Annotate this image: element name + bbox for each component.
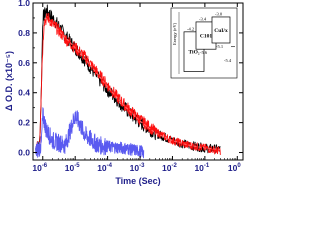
x-tick-label: 10-3 (130, 163, 145, 173)
inset-box-label: C101 (200, 34, 212, 40)
x-axis-title: Time (Sec) (115, 176, 160, 186)
axis-layer: 0.0 0.2 0.4 0.6 0.8 1.0 10-6 10-5 10-4 10-3 10-2 10… (18, 0, 243, 173)
inset-box-label: TiO₂ (188, 50, 199, 56)
x-tick-label: 10-2 (162, 163, 177, 173)
inset-box-label: CuI/x (214, 28, 228, 34)
inset-extra-level-label: -5.4 (224, 58, 232, 63)
transient-absorption-chart: 0.0 0.2 0.4 0.6 0.8 1.0 10-6 10-5 10-4 10-3 10-2 10… (4, 0, 244, 186)
x-tick-label: 10-5 (65, 163, 80, 173)
y-tick-label: 0.4 (18, 88, 30, 98)
x-tick-label: 100 (228, 163, 241, 173)
series-line-3 (35, 107, 145, 159)
series-layer (35, 4, 221, 159)
y-tick-label: 0.2 (18, 118, 30, 128)
inset-top-level-label: -3.4 (199, 16, 207, 21)
y-tick-label: 0.8 (18, 28, 30, 38)
y-axis-title: Δ O.D. (x10⁻⁵) (4, 51, 14, 111)
inset-bottom-level-label: -5.6 (200, 50, 208, 55)
y-tick-label: 0.6 (18, 58, 30, 68)
x-tick-label: 10-4 (97, 163, 112, 173)
y-tick-label: 1.0 (18, 0, 30, 8)
x-tick-label: 10-1 (194, 163, 209, 173)
inset-y-axis-title: Energy (eV) (172, 22, 177, 45)
inset-bottom-level-label: -5.1 (216, 44, 223, 49)
x-tick-label: 10-6 (32, 163, 47, 173)
inset-box-3 (211, 16, 231, 44)
inset-top-level-label: -4.2 (187, 26, 194, 31)
series-line-4 (44, 17, 221, 151)
inset-top-level-label: -3.0 (215, 11, 223, 16)
y-tick-label: 0.0 (18, 148, 30, 158)
